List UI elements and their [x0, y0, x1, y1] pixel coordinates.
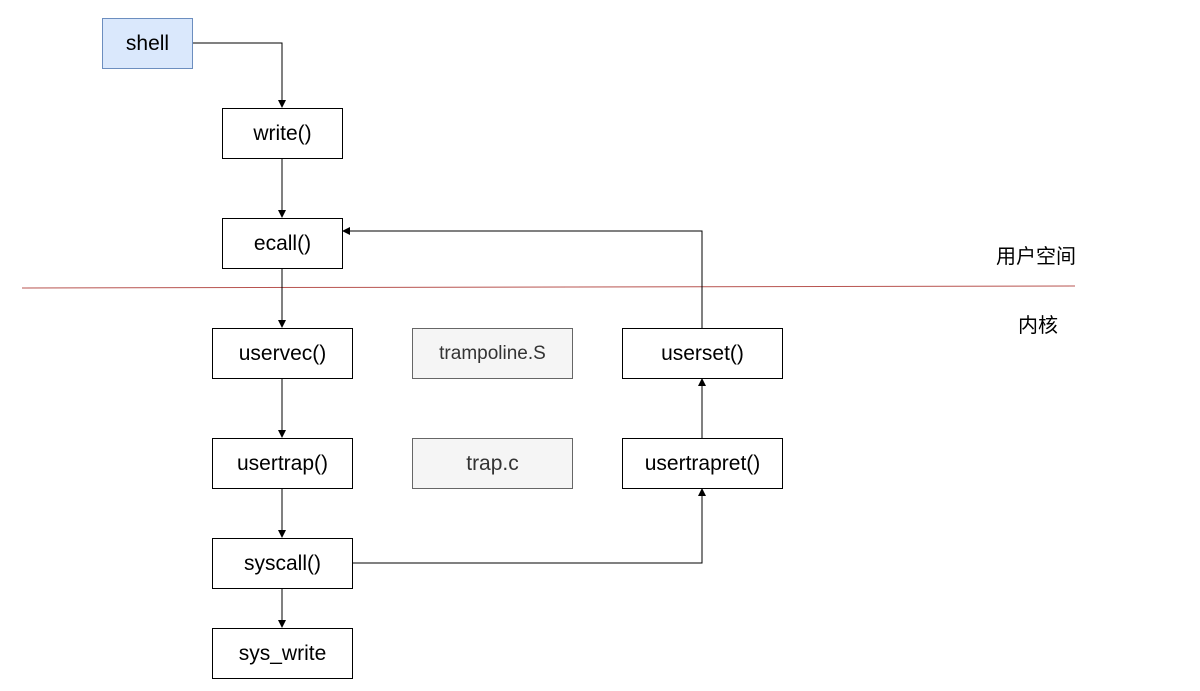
node-ecall: ecall()	[222, 218, 343, 269]
node-trampoline-file: trampoline.S	[412, 328, 573, 379]
zone-label-user-space: 用户空间	[996, 244, 1076, 268]
node-usertrapret: usertrapret()	[622, 438, 783, 489]
edge-shell-to-write	[193, 42, 286, 108]
node-write: write()	[222, 108, 343, 159]
user-kernel-divider	[21, 285, 1076, 289]
edge-syscall-to-usertrapret	[353, 488, 706, 564]
node-shell: shell	[102, 18, 193, 69]
node-sys-write: sys_write	[212, 628, 353, 679]
node-usertrap: usertrap()	[212, 438, 353, 489]
node-trap-c-file: trap.c	[412, 438, 573, 489]
node-userset: userset()	[622, 328, 783, 379]
edge-userset-to-ecall	[342, 227, 703, 328]
zone-label-kernel: 内核	[1018, 313, 1058, 337]
node-syscall: syscall()	[212, 538, 353, 589]
node-uservec: uservec()	[212, 328, 353, 379]
